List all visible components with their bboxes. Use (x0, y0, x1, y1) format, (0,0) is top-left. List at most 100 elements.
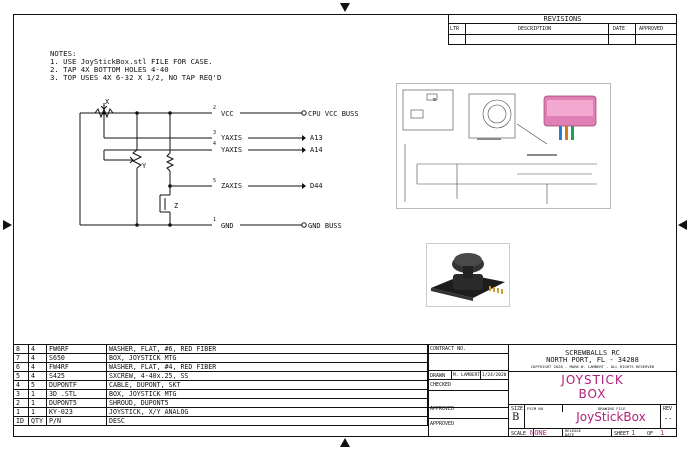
target-gnd-buss: GND BUSS (308, 222, 342, 230)
title-block: CONTRACT NO. DRAWN M. LAMBERT 1/24/2020 … (428, 344, 677, 437)
bom-cell-qty: 5 (28, 380, 47, 390)
bom-cell-id: 8 (13, 344, 29, 354)
pin-5: 5 (213, 178, 217, 184)
company-name: SCREWBALLS RC (565, 349, 620, 357)
approved-label-2: APPROVED (430, 421, 455, 427)
drawing-file-label: DRAWING FILE (598, 406, 626, 411)
bom-cell-qty: 1 (28, 389, 47, 399)
target-d44: D44 (310, 182, 323, 190)
notes-block: NOTES: 1. USE JoyStickBox.stl FILE FOR C… (50, 50, 221, 82)
checked-label: CHECKED (430, 382, 452, 388)
bom-cell-id: 4 (13, 380, 29, 390)
label-y: Y (142, 162, 147, 170)
bom-cell-pn: S650 (46, 353, 107, 363)
drawn-by: M. LAMBERT (453, 373, 481, 378)
bom-cell-pn: S425 (46, 371, 107, 381)
rev-col-ltr: LTR (450, 26, 460, 32)
top-center-arrow (340, 3, 350, 12)
bom-cell-desc: SHROUD, DUPONT5 (106, 398, 428, 408)
bom-cell-id: 6 (13, 362, 29, 372)
bom-cell-desc: BOX, JOYSTICK MTG (106, 389, 428, 399)
bom-cell-id: 2 (13, 398, 29, 408)
bom-cell-pn: FW4RF (46, 362, 107, 372)
bom-cell-desc: CABLE, DUPONT, SKT (106, 380, 428, 390)
company-location: NORTH PORT, FL - 34288 (546, 356, 639, 364)
drawing-title-line2: BOX (578, 387, 607, 401)
drawing-border (13, 14, 677, 437)
note-line: 1. USE JoyStickBox.stl FILE FOR CASE. (50, 57, 213, 66)
copyright-line: COPYRIGHT 2020 - MARK W. LAMBERT - ALL R… (530, 364, 655, 369)
bom-cell-qty: 1 (28, 407, 47, 417)
pin-4: 4 (213, 141, 217, 147)
label-gnd: GND (221, 222, 234, 230)
bom-cell-desc: WASHER, FLAT, #6, RED FIBER (106, 344, 428, 354)
drawing-file-name: JoyStickBox (576, 410, 646, 424)
fscm-label: FSCM NO (527, 406, 544, 411)
rev-col-date: DATE (613, 26, 626, 32)
bom-cell-pn: DUPONTF (46, 380, 107, 390)
pin-3: 3 (213, 130, 217, 136)
bom-cell-qty: 4 (28, 344, 47, 354)
of-value: 1 (660, 429, 665, 437)
bom-cell-id: 5 (13, 371, 29, 381)
bom-cell-id: 3 (13, 389, 29, 399)
of-label: OF (647, 431, 654, 437)
revisions-title: REVISIONS (543, 15, 582, 23)
left-center-arrow (3, 220, 12, 230)
rev-value: -- (664, 415, 673, 423)
bom-cell-id: 7 (13, 353, 29, 363)
sheet-label: SHEET (614, 431, 630, 437)
sheet-value: 1 (631, 429, 636, 437)
contract-no-label: CONTRACT NO. (430, 346, 467, 352)
target-a13: A13 (310, 134, 323, 142)
note-line: 2. TAP 4X BOTTOM HOLES 4-40 (50, 65, 169, 74)
rev-label: REV (663, 406, 673, 412)
bottom-center-arrow (340, 438, 350, 447)
bom-cell-pn: FW6RF (46, 344, 107, 354)
drawing-title-line1: JOYSTICK (561, 373, 624, 387)
size-value: B (512, 412, 520, 423)
label-yaxis-b: YAXIS (221, 146, 243, 154)
right-center-arrow (678, 220, 687, 230)
bom-cell-desc: DESC (106, 416, 428, 426)
bom-cell-desc: WASHER, FLAT, #4, RED FIBER (106, 362, 428, 372)
bom-cell-id: 1 (13, 407, 29, 417)
size-label: SIZE (511, 406, 524, 412)
bom-cell-qty: 4 (28, 371, 47, 381)
scale-label: SCALE (511, 431, 527, 437)
rev-col-description: DESCRIPTION (518, 26, 552, 32)
pin-1: 1 (213, 217, 217, 223)
scale-value: NONE (530, 429, 547, 437)
approved-label-1: APPROVED (430, 406, 455, 412)
bom-cell-qty: QTY (28, 416, 47, 426)
bom-cell-pn: KY-023 (46, 407, 107, 417)
bom-cell-qty: 4 (28, 362, 47, 372)
bom-cell-pn: 3D .STL (46, 389, 107, 399)
target-a14: A14 (310, 146, 323, 154)
bom-cell-pn: P/N (46, 416, 107, 426)
release-date-label: RELEASE DATE (565, 428, 582, 437)
joystick-module-photo (426, 243, 510, 307)
label-yaxis-a: YAXIS (221, 134, 243, 142)
pin-2: 2 (213, 105, 217, 111)
box-drawing-image (396, 83, 611, 209)
drawn-date: 1/24/2020 (482, 373, 507, 378)
bom-cell-pn: DUPONT5 (46, 398, 107, 408)
bom-cell-qty: 1 (28, 398, 47, 408)
bom-cell-desc: JOYSTICK, X/Y ANALOG (106, 407, 428, 417)
target-cpu-vcc-buss: CPU VCC BUSS (308, 110, 359, 118)
bom-cell-qty: 4 (28, 353, 47, 363)
bom-cell-id: ID (13, 416, 29, 426)
bom-cell-desc: SXCREW, 4-40x.25, SS (106, 371, 428, 381)
